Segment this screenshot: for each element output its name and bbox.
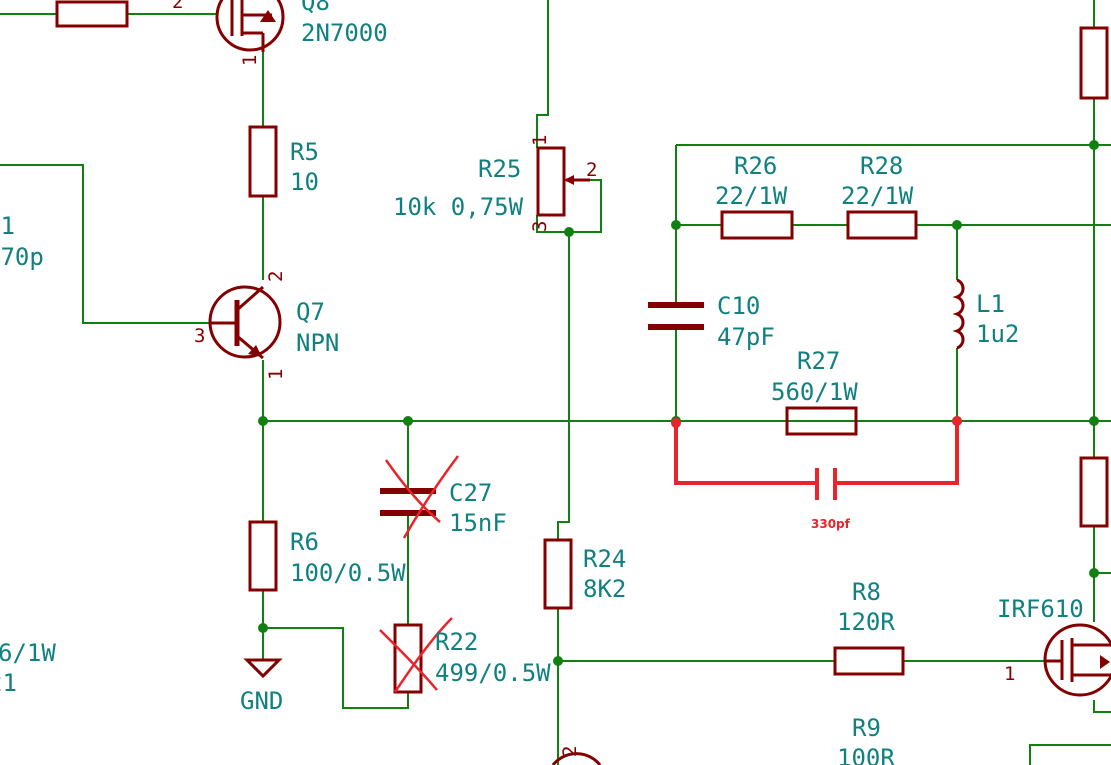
c10-capacitor [648,302,704,330]
gnd-symbol [243,658,283,679]
r8-resistor [833,646,905,676]
resistor-right-middle [1079,456,1109,528]
junction-dot [1089,568,1099,578]
q8-pin-gate: 2 [172,0,183,13]
junction-dot [403,416,413,426]
r6-ref-label: R6 [290,528,319,556]
added-capacitor-value: 330pf [811,517,851,531]
junction-dot [1089,416,1099,426]
q7-value-label: NPN [296,329,339,357]
r9-value-label: 100R [837,744,895,765]
c27-capacitor [380,488,436,516]
r9-ref-label: R9 [852,714,881,742]
r6-resistor [248,520,278,592]
q7-pin-emitter: 1 [265,369,287,380]
resistor-top-left [55,0,129,28]
junction-dot [1089,140,1099,150]
l1-ref-label: L1 [976,290,1005,318]
added-capacitor-modification [671,416,962,500]
r22-ref-label: R22 [435,628,478,656]
r6-value-label: 100/0.5W [290,559,406,587]
r25-ref-label: R25 [478,155,521,183]
r27-resistor [785,406,858,436]
r27-ref-label: R27 [797,347,840,375]
l1-inductor [952,278,965,350]
irf610-ref-label: IRF610 [997,595,1084,623]
r25-value-label: 10k 0,75W [393,193,524,221]
c1-value-label: 470p [0,243,44,271]
resistor-right-top [1079,26,1109,100]
r22-cross-out-mark [379,629,438,691]
lower-left-partial-device [551,752,602,765]
gnd-label: GND [240,687,283,715]
c10-ref-label: C10 [717,292,760,320]
r8-value-label: 120R [837,608,895,636]
c1-ref-label: C1 [0,212,15,240]
irf610-pin-gate: 1 [1004,663,1015,685]
c27-cross-out-mark [384,459,441,523]
junction-dot [564,227,574,237]
r25-pin-top: 1 [529,135,551,146]
c27-cross-out-mark [402,455,460,539]
lower-left-pin-number: 2 [559,746,581,757]
r5-resistor [248,125,278,198]
r28-ref-label: R28 [860,152,903,180]
q7-pin-collector: 2 [265,271,287,282]
r26-resistor [720,210,794,240]
r28-value-label: 22/1W [841,182,914,210]
r25-potentiometer [536,146,590,217]
c10-value-label: 47pF [717,323,775,351]
q7-pin-base: 3 [194,325,205,347]
r25-pin-bottom: 3 [529,221,551,232]
junctions [258,140,1099,666]
junction-dot [671,220,681,230]
r28-resistor [846,210,918,240]
c27-value-label: 15nF [449,509,507,537]
r25-pin-wiper: 2 [586,159,597,181]
r22-cross-out-mark [393,617,453,693]
r24-resistor [543,538,573,610]
c27-ref-label: C27 [449,479,492,507]
left-partial-ref-label: 21 [0,669,17,697]
junction-dot [553,656,563,666]
q7-npn-symbol [208,285,282,360]
left-partial-value-label: 6/1W [0,639,56,667]
r8-ref-label: R8 [852,578,881,606]
r22-value-label: 499/0.5W [435,659,551,687]
q8-value-label: 2N7000 [301,19,388,47]
r26-ref-label: R26 [734,152,777,180]
r24-ref-label: R24 [583,545,626,573]
r24-value-label: 8K2 [583,575,626,603]
r5-ref-label: R5 [290,138,319,166]
q7-ref-label: Q7 [296,298,325,326]
r22-resistor [393,623,423,694]
q8-pin-source: 1 [239,55,261,66]
irf610-mosfet-symbol [1043,623,1111,697]
q8-mosfet-symbol [215,0,285,52]
l1-value-label: 1u2 [976,320,1019,348]
junction-dot [952,220,962,230]
r27-value-label: 560/1W [771,378,858,406]
junction-dot [258,623,268,633]
junction-dot [258,416,268,426]
q8-ref-label: Q8 [301,0,330,16]
r26-value-label: 22/1W [715,182,788,210]
r5-value-label: 10 [290,168,319,196]
